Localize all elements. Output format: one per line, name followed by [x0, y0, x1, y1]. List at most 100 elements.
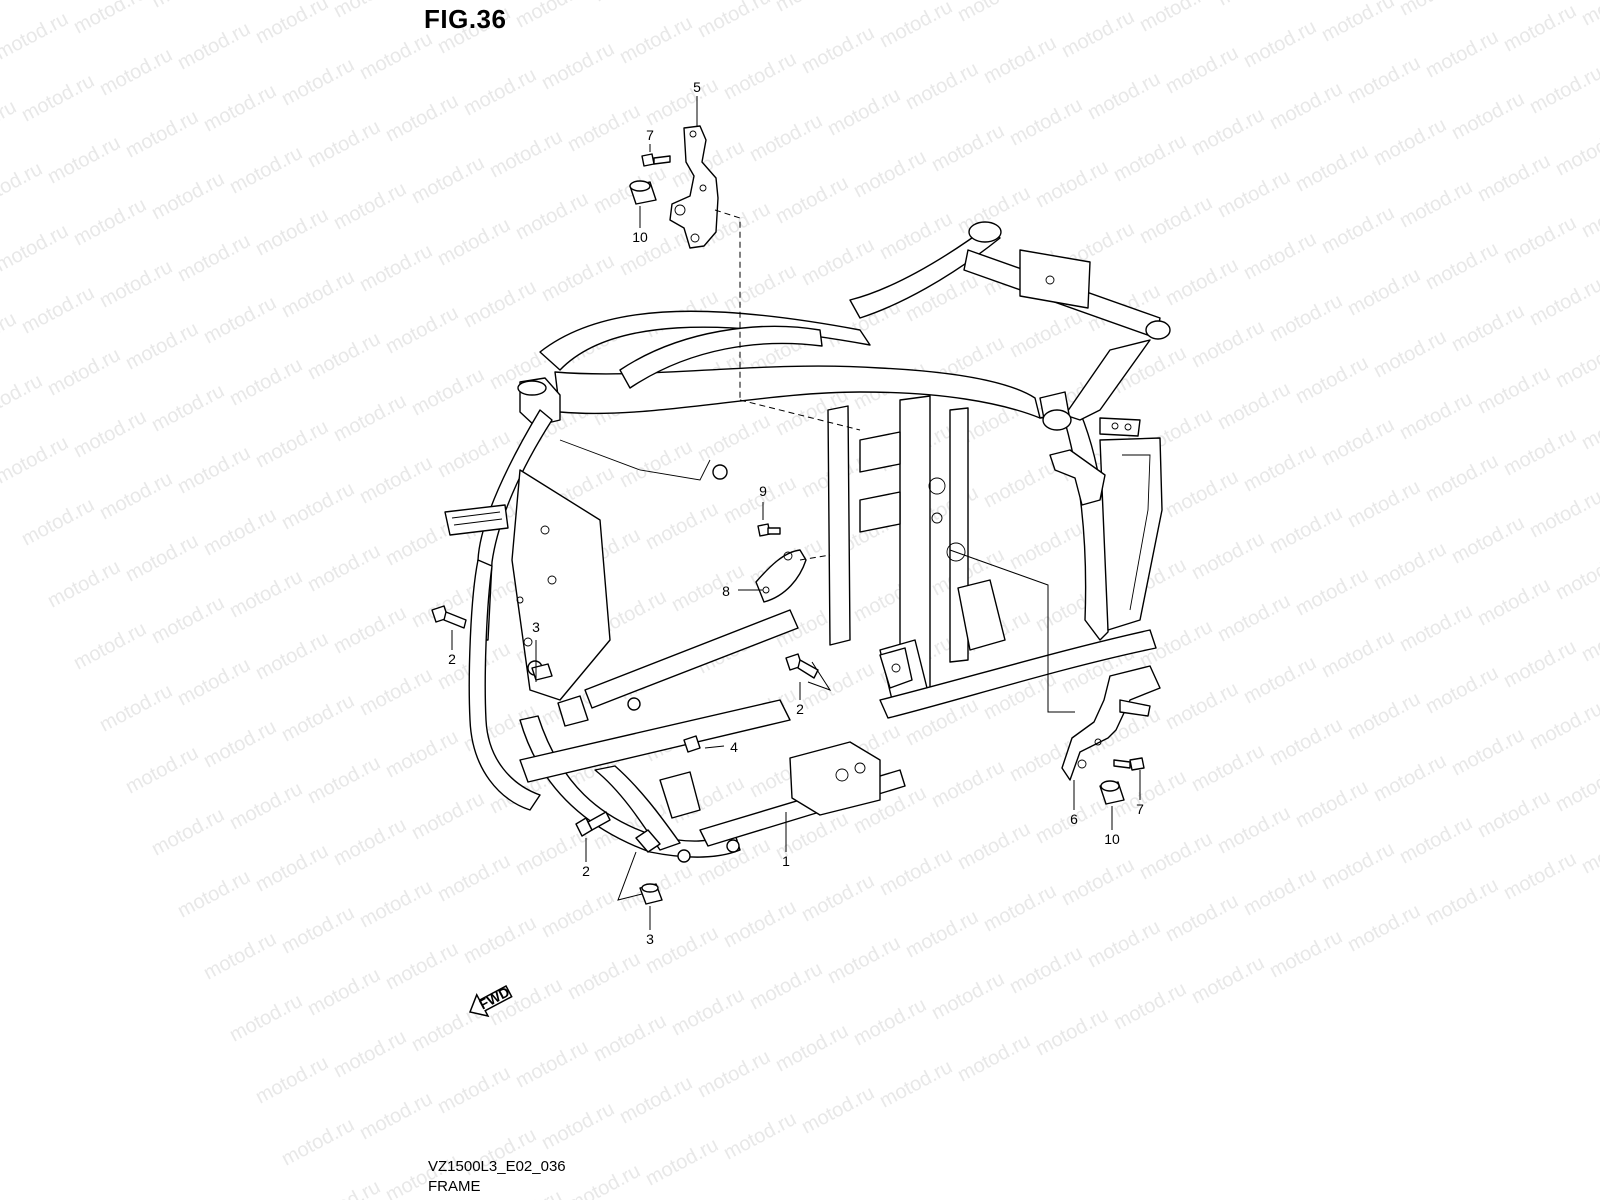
callout-c10b: 10 [1104, 831, 1120, 847]
watermark-text: motod.ru [1162, 42, 1242, 98]
watermark-text: motod.ru [980, 880, 1060, 936]
plug-part-4 [683, 735, 701, 753]
watermark-text: motod.ru [980, 32, 1060, 88]
drawing-code: VZ1500L3_E02_036 [428, 1158, 566, 1175]
watermark-text: motod.ru [252, 0, 332, 48]
watermark-text: motod.ru [1448, 724, 1528, 780]
watermark-text: motod.ru [720, 1108, 800, 1164]
watermark-text: motod.ru [330, 0, 410, 22]
watermark-text: motod.ru [1188, 104, 1268, 160]
watermark-text: motod.ru [668, 560, 748, 616]
watermark-text: motod.ru [0, 220, 72, 276]
watermark-text: motod.ru [616, 436, 696, 492]
bracket-part-8 [755, 549, 807, 603]
watermark-text: motod.ru [954, 0, 1034, 26]
watermark-text: motod.ru [0, 8, 72, 64]
watermark-text: motod.ru [538, 250, 618, 306]
watermark-text: motod.ru [954, 818, 1034, 874]
watermark-text: motod.ru [174, 442, 254, 498]
watermark-text: motod.ru [1266, 502, 1346, 558]
watermark-text: motod.ru [1318, 0, 1398, 46]
watermark-text: motod.ru [356, 240, 436, 296]
watermark-text: motod.ru [0, 432, 72, 488]
watermark-text: motod.ru [1266, 926, 1346, 982]
watermark-text: motod.ru [278, 54, 358, 110]
watermark-text: motod.ru [226, 990, 306, 1046]
watermark-text: motod.ru [538, 886, 618, 942]
watermark-text: motod.ru [1240, 228, 1320, 284]
callout-c7b: 7 [1136, 801, 1144, 817]
watermark-text: motod.ru [1396, 388, 1476, 444]
watermark-text: motod.ru [1448, 88, 1528, 144]
watermark-text: motod.ru [1214, 802, 1294, 858]
watermark-text: motod.ru [1058, 6, 1138, 62]
watermark-text: motod.ru [512, 188, 592, 244]
watermark-text: motod.ru [0, 96, 20, 152]
callout-c1: 1 [782, 853, 790, 869]
watermark-text: motod.ru [148, 168, 228, 224]
callout-c2c: 2 [582, 863, 590, 879]
watermark-text: motod.ru [694, 410, 774, 466]
watermark-text: motod.ru [356, 876, 436, 932]
watermark-text: motod.ru [590, 0, 670, 6]
watermark-text: motod.ru [330, 390, 410, 446]
watermark-text: motod.ru [928, 756, 1008, 812]
watermark-text: motod.ru [564, 100, 644, 156]
watermark-text: motod.ru [642, 498, 722, 554]
watermark-text: motod.ru [460, 64, 540, 120]
bolt-part-9 [757, 523, 781, 537]
watermark-text: motod.ru [18, 494, 98, 550]
watermark-text: motod.ru [1084, 68, 1164, 124]
watermark-text: motod.ru [122, 318, 202, 374]
watermark-text: motod.ru [1292, 352, 1372, 408]
watermark-text: motod.ru [1370, 538, 1450, 594]
watermark-text: motod.ru [1162, 466, 1242, 522]
watermark-text: motod.ru [876, 844, 956, 900]
bracket-part-6 [1061, 665, 1161, 781]
watermark-text: motod.ru [96, 44, 176, 100]
callout-c3a: 3 [532, 619, 540, 635]
callout-c2a: 2 [448, 651, 456, 667]
watermark-text: motod.ru [1214, 166, 1294, 222]
watermark-text: motod.ru [1474, 786, 1554, 842]
watermark-text: motod.ru [70, 406, 150, 462]
watermark-text: motod.ru [876, 0, 956, 52]
watermark-text: motod.ru [1292, 140, 1372, 196]
watermark-text: motod.ru [0, 308, 20, 364]
watermark-text: motod.ru [694, 1046, 774, 1102]
watermark-text: motod.ru [1136, 0, 1216, 36]
watermark-text: motod.ru [304, 328, 384, 384]
watermark-text: motod.ru [434, 850, 514, 906]
cap-part-10-upper [629, 180, 657, 205]
watermark-text: motod.ru [1266, 714, 1346, 770]
watermark-text: motod.ru [1422, 450, 1502, 506]
bolt-part-7-lower [1113, 757, 1145, 771]
watermark-text: motod.ru [330, 602, 410, 658]
watermark-text: motod.ru [1162, 254, 1242, 310]
watermark-text: motod.ru [252, 628, 332, 684]
watermark-text: motod.ru [96, 256, 176, 312]
watermark-text: motod.ru [148, 592, 228, 648]
watermark-text: motod.ru [122, 742, 202, 798]
watermark-text: motod.ru [174, 230, 254, 286]
watermark-text: motod.ru [1500, 848, 1580, 904]
watermark-text: motod.ru [0, 370, 46, 426]
watermark-text: motod.ru [1136, 828, 1216, 884]
watermark-text: motod.ru [408, 788, 488, 844]
watermark-text: motod.ru [1110, 130, 1190, 186]
watermark-text: motod.ru [70, 194, 150, 250]
watermark-text: motod.ru [616, 12, 696, 68]
watermark-text: motod.ru [278, 266, 358, 322]
watermark-text: motod.ru [382, 726, 462, 782]
watermark-text: motod.ru [798, 870, 878, 926]
watermark-text: motod.ru [928, 120, 1008, 176]
watermark-text: motod.ru [1318, 626, 1398, 682]
watermark-text: motod.ru [1370, 326, 1450, 382]
watermark-text: motod.ru [824, 932, 904, 988]
watermark-text: motod.ru [44, 132, 124, 188]
watermark-text: motod.ru [1188, 740, 1268, 796]
watermark-text: motod.ru [70, 0, 150, 38]
watermark-text: motod.ru [1266, 290, 1346, 346]
watermark-text: motod.ru [902, 58, 982, 114]
watermark-text: motod.ru [96, 680, 176, 736]
